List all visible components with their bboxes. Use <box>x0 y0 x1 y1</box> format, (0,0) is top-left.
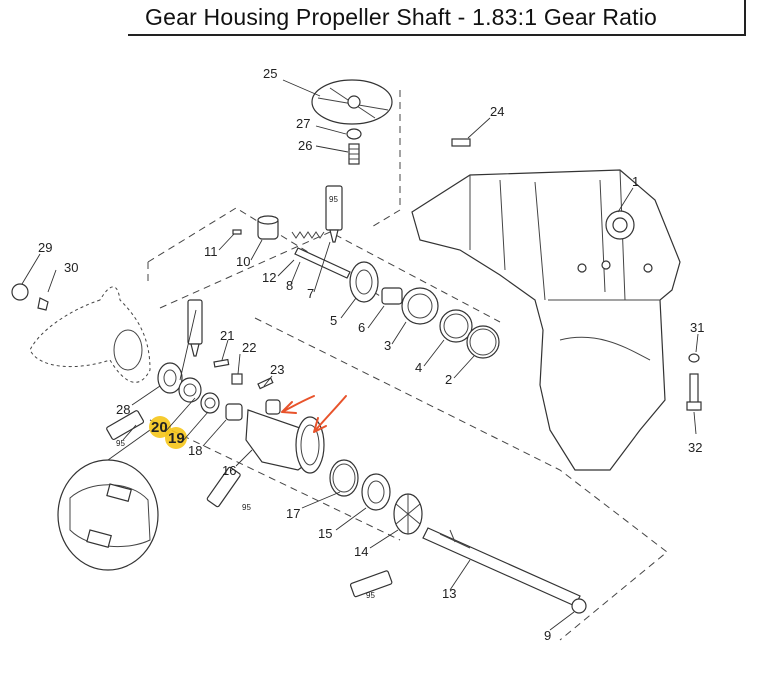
detail-inset <box>57 429 159 571</box>
part-label-15: 15 <box>318 526 332 541</box>
part-label-5: 5 <box>330 313 337 328</box>
part-label-11: 11 <box>204 244 218 259</box>
oring-part-17 <box>329 459 359 497</box>
part-label-13: 13 <box>442 586 456 601</box>
washer-part-31 <box>688 353 700 363</box>
annotation-arrows <box>281 395 347 433</box>
washer-part-27 <box>346 128 362 140</box>
lubricant-tube-lower-left: 95 <box>106 410 145 448</box>
tube-label: 95 <box>366 591 375 600</box>
part-label-12: 12 <box>262 270 276 285</box>
part-label-28: 28 <box>116 402 130 417</box>
spring-part-12 <box>291 231 325 239</box>
tube-label: 95 <box>242 503 251 512</box>
part-label-24: 24 <box>490 104 504 119</box>
part-label-21: 21 <box>220 328 234 343</box>
highlight-markers <box>149 416 187 449</box>
title-frame <box>128 0 746 36</box>
lubricant-tube-shaft: 95 <box>349 570 393 600</box>
gear-housing <box>411 169 681 471</box>
spring-part-22 <box>231 373 243 385</box>
bearing-part-6 <box>381 287 403 305</box>
screw-part-26 <box>348 143 360 165</box>
part-label-20: 20 <box>151 419 168 436</box>
part-label-25: 25 <box>263 66 277 81</box>
part-label-14: 14 <box>354 544 368 559</box>
part-label-29: 29 <box>38 240 52 255</box>
part-label-7: 7 <box>307 286 314 301</box>
part-label-31: 31 <box>690 320 704 335</box>
lubricant-tube-carrier: 95 <box>206 466 251 512</box>
shim-part-4 <box>439 309 473 343</box>
washer-part-30 <box>37 297 49 311</box>
part-label-16: 16 <box>222 463 236 478</box>
part-label-26: 26 <box>298 138 312 153</box>
annotation-arrow-carrier <box>281 395 315 414</box>
washer-part-28 <box>157 362 183 394</box>
part-label-17: 17 <box>286 506 300 521</box>
part-label-9: 9 <box>544 628 551 643</box>
anode-part-25 <box>311 79 393 125</box>
ring-part-2 <box>466 325 500 359</box>
pin-part-11 <box>232 229 242 235</box>
gear-part-14 <box>393 493 423 535</box>
part-number-labels: 25 27 26 24 1 11 10 12 8 7 5 6 3 4 2 31 … <box>38 66 704 643</box>
bolt-part-32 <box>686 373 702 411</box>
page-title: Gear Housing Propeller Shaft - 1.83:1 Ge… <box>145 4 658 30</box>
seal-part-19 <box>200 392 220 414</box>
part-label-27: 27 <box>296 116 310 131</box>
pin-part-24 <box>451 138 471 147</box>
seal-part-20 <box>178 377 202 403</box>
lubricant-tube-left <box>187 299 203 357</box>
propeller-outline <box>29 286 151 383</box>
part-label-19: 19 <box>168 430 185 447</box>
annotation-arrow-carrier-bore <box>313 395 347 433</box>
leader-lines <box>21 79 699 631</box>
part-label-32: 32 <box>688 440 702 455</box>
tube-label: 95 <box>116 439 125 448</box>
part-label-1: 1 <box>632 174 639 189</box>
gear-part-5 <box>349 261 379 303</box>
tube-label: 95 <box>329 195 338 204</box>
race-part-3 <box>401 287 439 325</box>
part-label-23: 23 <box>270 362 284 377</box>
part-label-2: 2 <box>445 372 452 387</box>
part-label-18: 18 <box>188 443 202 458</box>
nut-part-29 <box>11 283 29 301</box>
part-label-22: 22 <box>242 340 256 355</box>
pin-part-23 <box>257 377 274 390</box>
cover-part-10 <box>257 215 279 240</box>
lubricant-tube-upper: 95 <box>325 185 343 243</box>
bearing-part-18 <box>225 403 243 421</box>
part-label-30: 30 <box>64 260 78 275</box>
part-label-6: 6 <box>358 320 365 335</box>
bolt-part-21 <box>213 358 230 368</box>
part-label-3: 3 <box>384 338 391 353</box>
part-label-8: 8 <box>286 278 293 293</box>
ring-part-9 <box>571 598 587 614</box>
part-label-4: 4 <box>415 360 422 375</box>
part-label-10: 10 <box>236 254 250 269</box>
bearing-part-15 <box>361 473 391 511</box>
shaft-part-8-7 <box>294 247 351 279</box>
